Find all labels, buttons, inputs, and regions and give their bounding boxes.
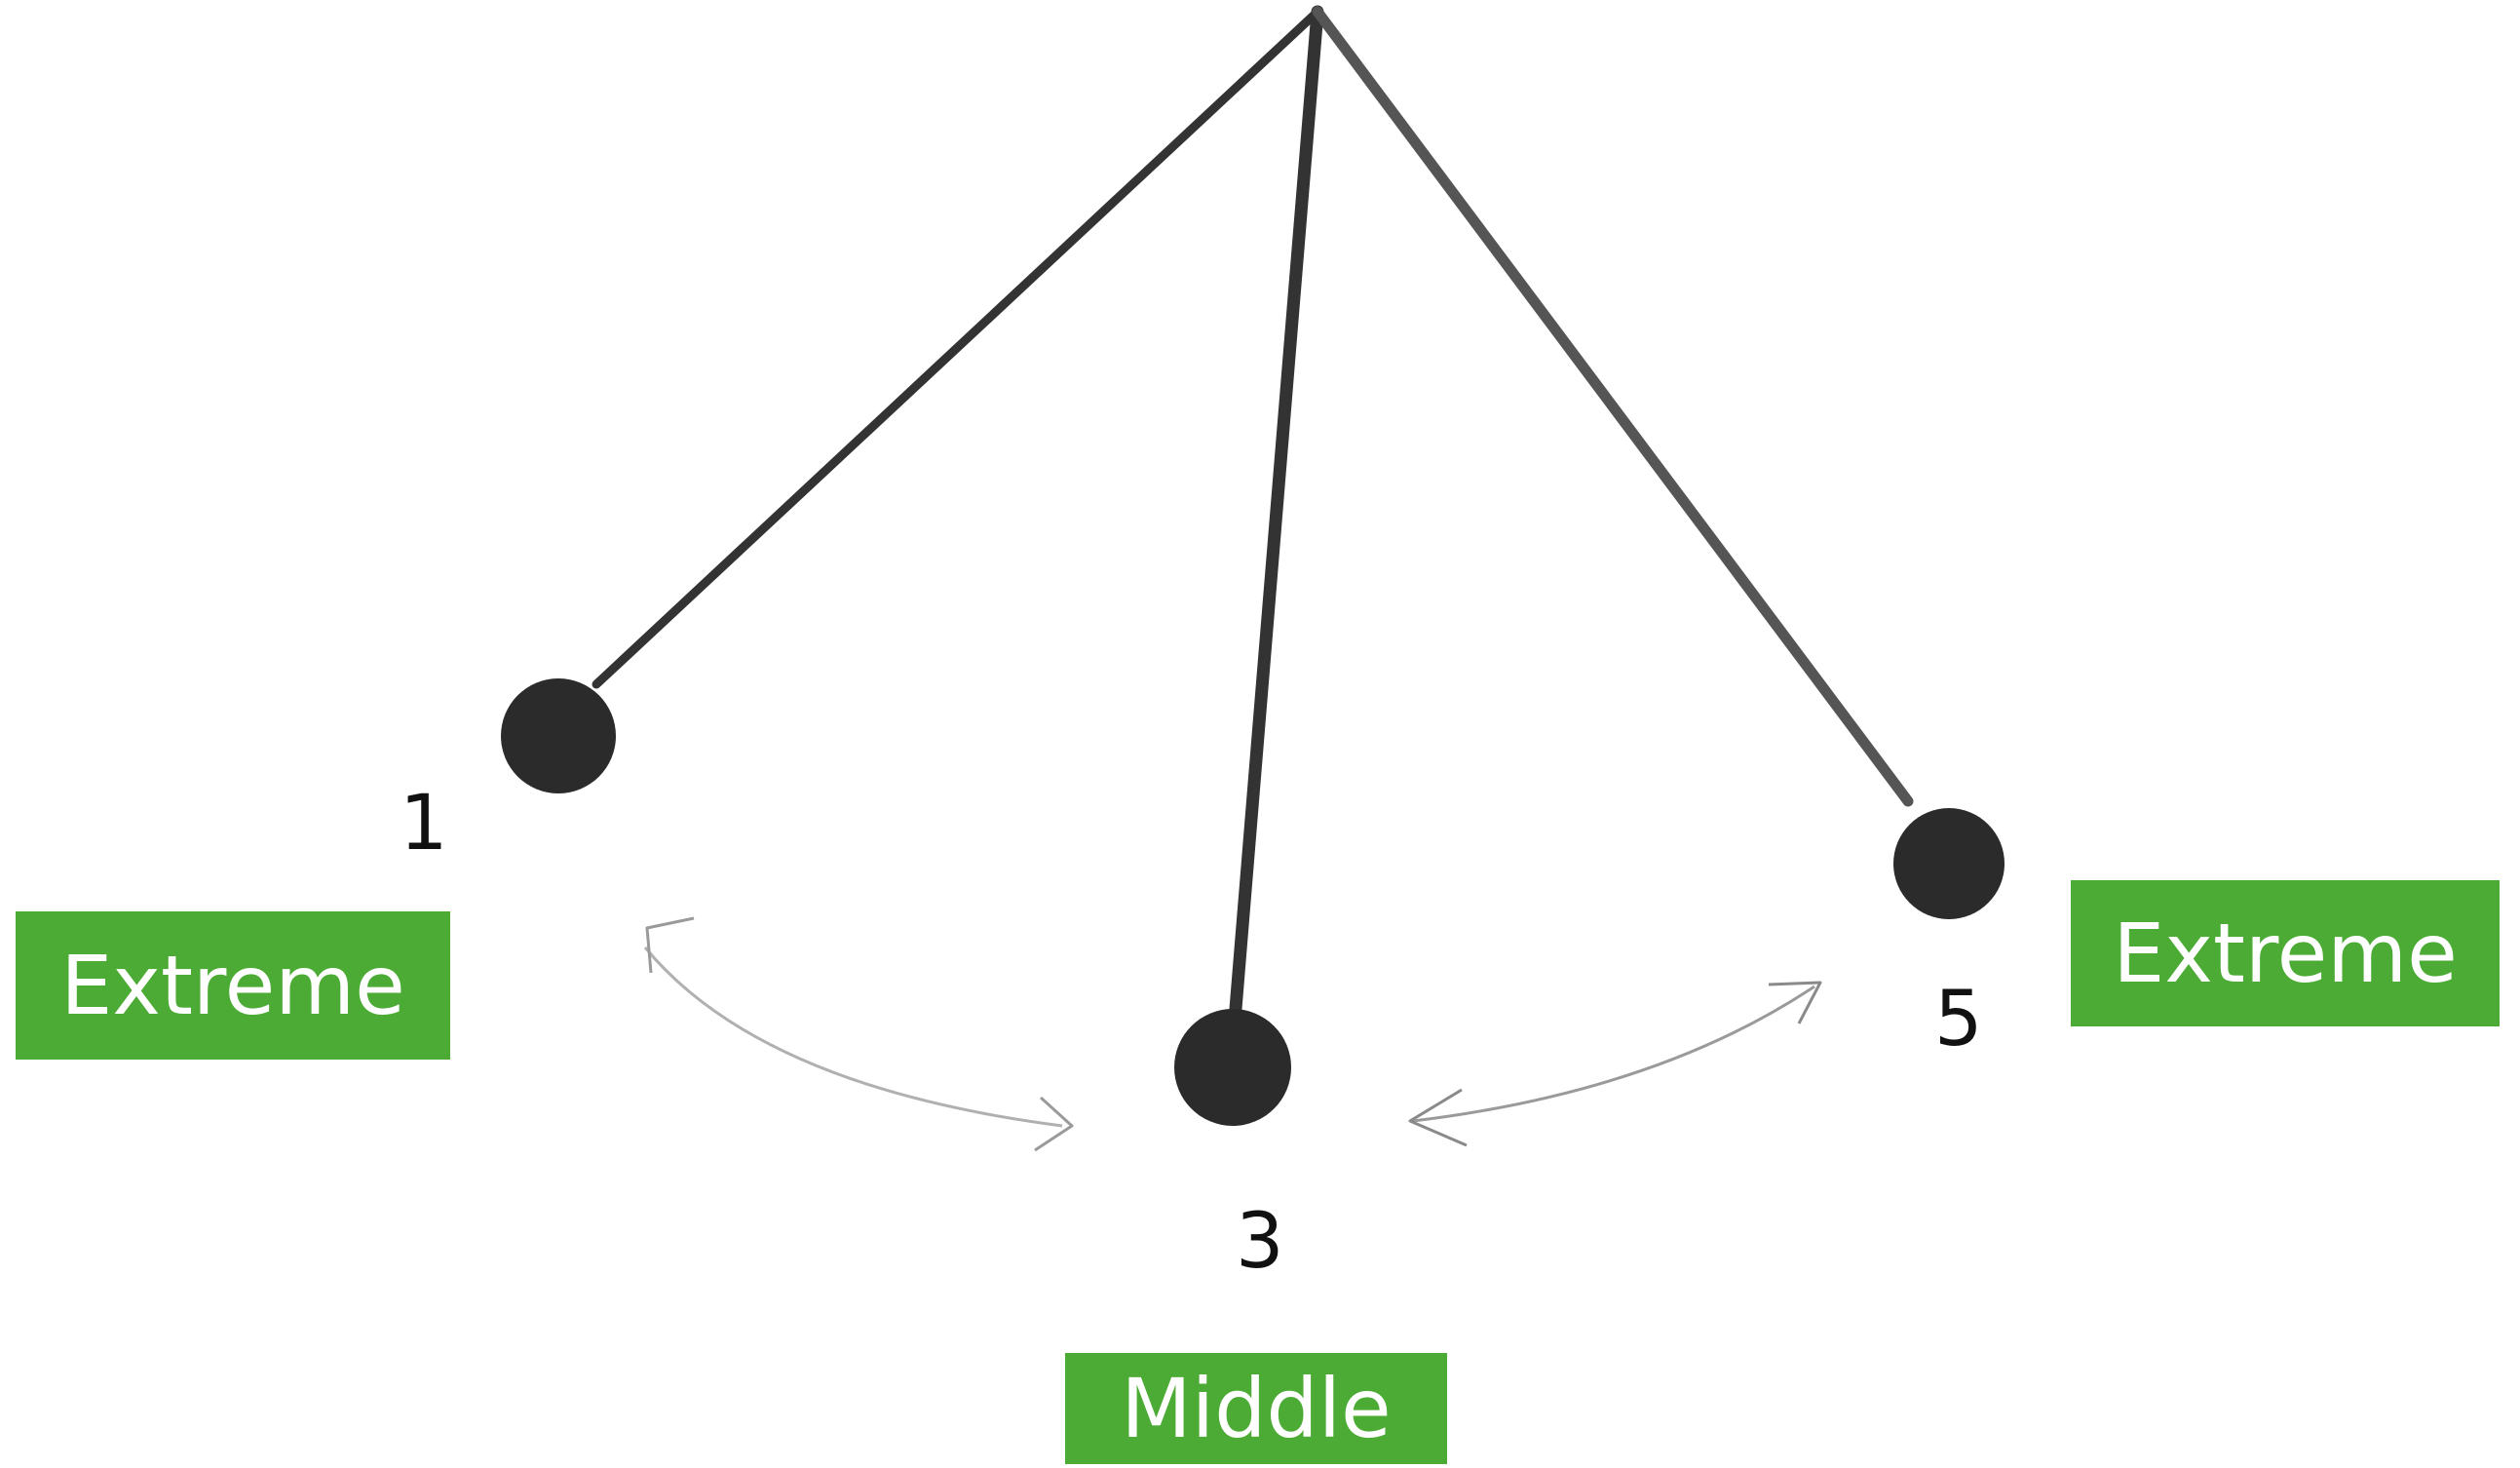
position-number-3: 3 xyxy=(1236,1204,1284,1280)
position-number-1: 1 xyxy=(400,786,448,862)
tag-middle: Middle xyxy=(1065,1353,1447,1464)
swing-arrow-right xyxy=(1413,986,1814,1121)
pendulum-string-middle xyxy=(1236,12,1317,1009)
swing-arrowhead-left-up xyxy=(647,918,694,973)
pendulum-string-left xyxy=(596,12,1317,684)
position-number-5: 5 xyxy=(1934,982,1983,1058)
pendulum-bob-left xyxy=(501,678,616,793)
tag-extreme-left: Extreme xyxy=(16,911,450,1060)
pendulum-bob-right xyxy=(1893,808,2005,919)
tag-extreme-right: Extreme xyxy=(2071,880,2500,1026)
pendulum-string-right xyxy=(1317,12,1908,801)
pendulum-bob-middle xyxy=(1174,1009,1291,1126)
swing-arrow-left xyxy=(645,947,1062,1126)
